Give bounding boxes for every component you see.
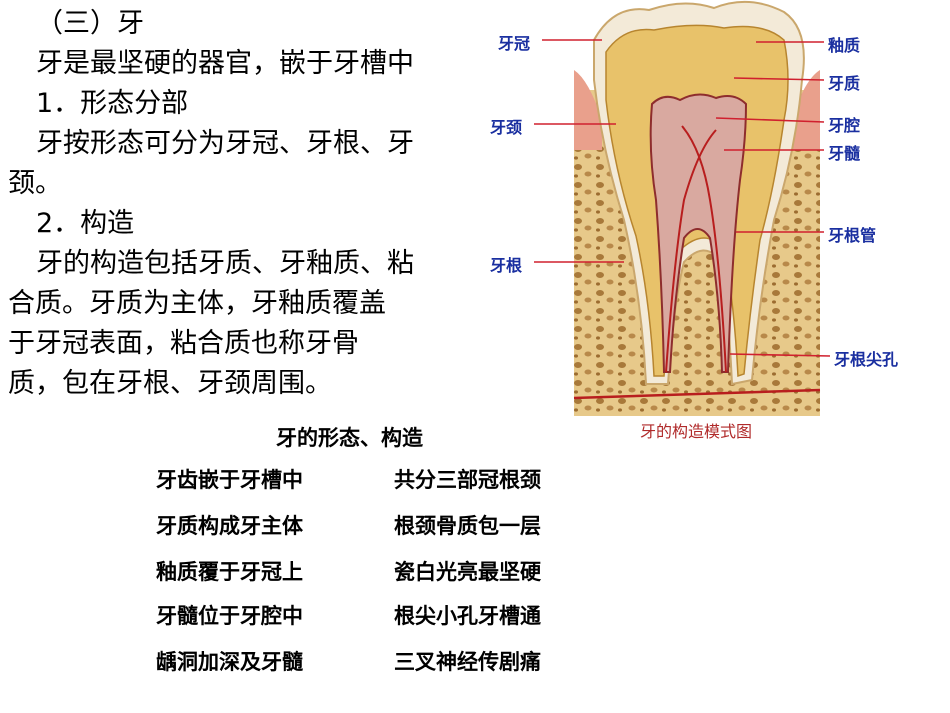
rhyme-line: 釉质覆于牙冠上 xyxy=(156,560,303,584)
pointer-lines xyxy=(534,39,831,357)
blood-vessel xyxy=(665,129,717,373)
rhyme-line: 牙齿嵌于牙槽中 xyxy=(156,468,303,492)
label-pulp: 牙髓 xyxy=(828,144,861,163)
rhyme-line: 瓷白光亮最坚硬 xyxy=(394,560,541,584)
section-title: （三）牙 xyxy=(36,8,144,39)
body-text: （三）牙 牙是最坚硬的器官，嵌于牙槽中 1．形态分部 牙按形态可分为牙冠、牙根、… xyxy=(8,4,478,404)
label-dentin: 牙质 xyxy=(828,74,861,93)
label-crown: 牙冠 xyxy=(498,34,531,53)
part2-line: 牙的构造包括牙质、牙釉质、粘 xyxy=(36,248,414,279)
intro-line: 牙是最坚硬的器官，嵌于牙槽中 xyxy=(36,48,414,79)
label-root-canal: 牙根管 xyxy=(828,226,877,245)
figure-caption: 牙的构造模式图 xyxy=(640,422,753,441)
part1-text: 牙按形态可分为牙冠、牙根、牙 xyxy=(36,128,414,159)
blood-vessel xyxy=(681,125,727,373)
tooth-diagram: 牙冠 釉质 牙质 牙颈 牙腔 牙髓 牙根 牙根管 牙根尖孔 xyxy=(484,0,950,450)
label-root: 牙根 xyxy=(490,256,523,275)
label-enamel: 釉质 xyxy=(828,36,861,55)
part2-line: 质，包在牙根、牙颈周围。 xyxy=(8,368,332,399)
rhyme-line: 牙髓位于牙腔中 xyxy=(156,604,303,628)
part2-heading: 2．构造 xyxy=(36,208,135,239)
rhyme-line: 共分三部冠根颈 xyxy=(394,468,541,492)
rhyme-line: 根尖小孔牙槽通 xyxy=(394,604,541,628)
gum-right xyxy=(792,70,820,150)
rhyme-line: 牙质构成牙主体 xyxy=(156,514,303,538)
part2-line: 合质。牙质为主体，牙釉质覆盖 xyxy=(8,288,386,319)
label-apical-foramen: 牙根尖孔 xyxy=(834,350,899,369)
tooth-illustration xyxy=(534,0,831,416)
rhyme-line: 龋洞加深及牙髓 xyxy=(156,650,303,674)
rhyme-line: 根颈骨质包一层 xyxy=(394,514,541,538)
rhyme-title: 牙的形态、构造 xyxy=(276,426,423,450)
part1-text-cont: 颈。 xyxy=(8,168,62,199)
part2-line: 于牙冠表面，粘合质也称牙骨 xyxy=(8,328,359,359)
label-neck: 牙颈 xyxy=(490,118,523,137)
label-cavity: 牙腔 xyxy=(828,116,861,135)
nerve-vessel xyxy=(573,388,821,400)
part1-heading: 1．形态分部 xyxy=(36,88,189,119)
gum-left xyxy=(574,70,602,150)
rhyme-line: 三叉神经传剧痛 xyxy=(394,650,541,674)
